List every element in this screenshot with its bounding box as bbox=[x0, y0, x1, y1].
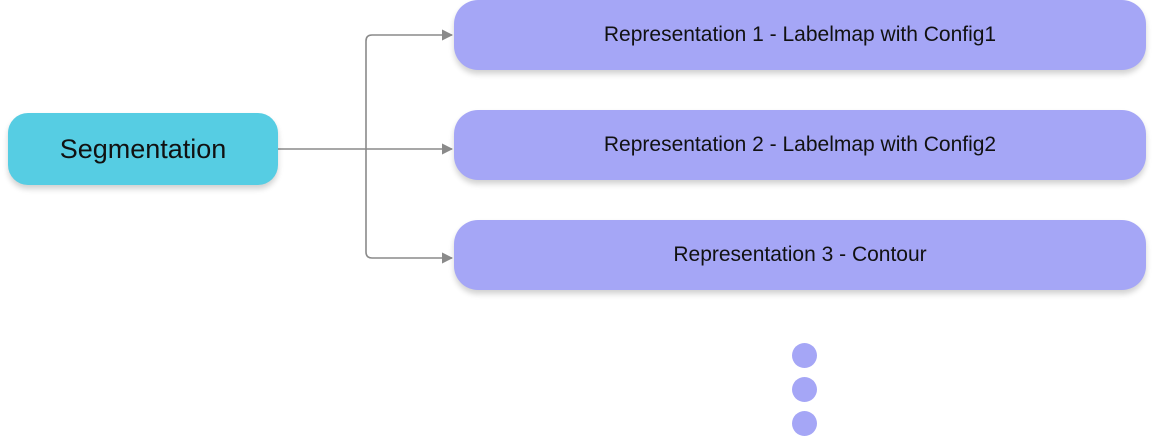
continuation-dot bbox=[792, 411, 817, 436]
connector-to-representation-1 bbox=[278, 29, 454, 150]
continuation-dot bbox=[792, 343, 817, 368]
representation-1-node: Representation 1 - Labelmap with Config1 bbox=[454, 0, 1146, 70]
representation-2-node: Representation 2 - Labelmap with Config2 bbox=[454, 110, 1146, 180]
representation-1-label: Representation 1 - Labelmap with Config1 bbox=[603, 23, 997, 46]
continuation-dot bbox=[792, 377, 817, 402]
representation-3-label: Representation 3 - Contour bbox=[673, 243, 927, 266]
representation-2-label: Representation 2 - Labelmap with Config2 bbox=[603, 133, 997, 156]
connector-to-representation-3 bbox=[365, 149, 454, 264]
segmentation-node: Segmentation bbox=[8, 113, 278, 185]
representation-3-node: Representation 3 - Contour bbox=[454, 220, 1146, 290]
segmentation-node-label: Segmentation bbox=[59, 133, 227, 164]
